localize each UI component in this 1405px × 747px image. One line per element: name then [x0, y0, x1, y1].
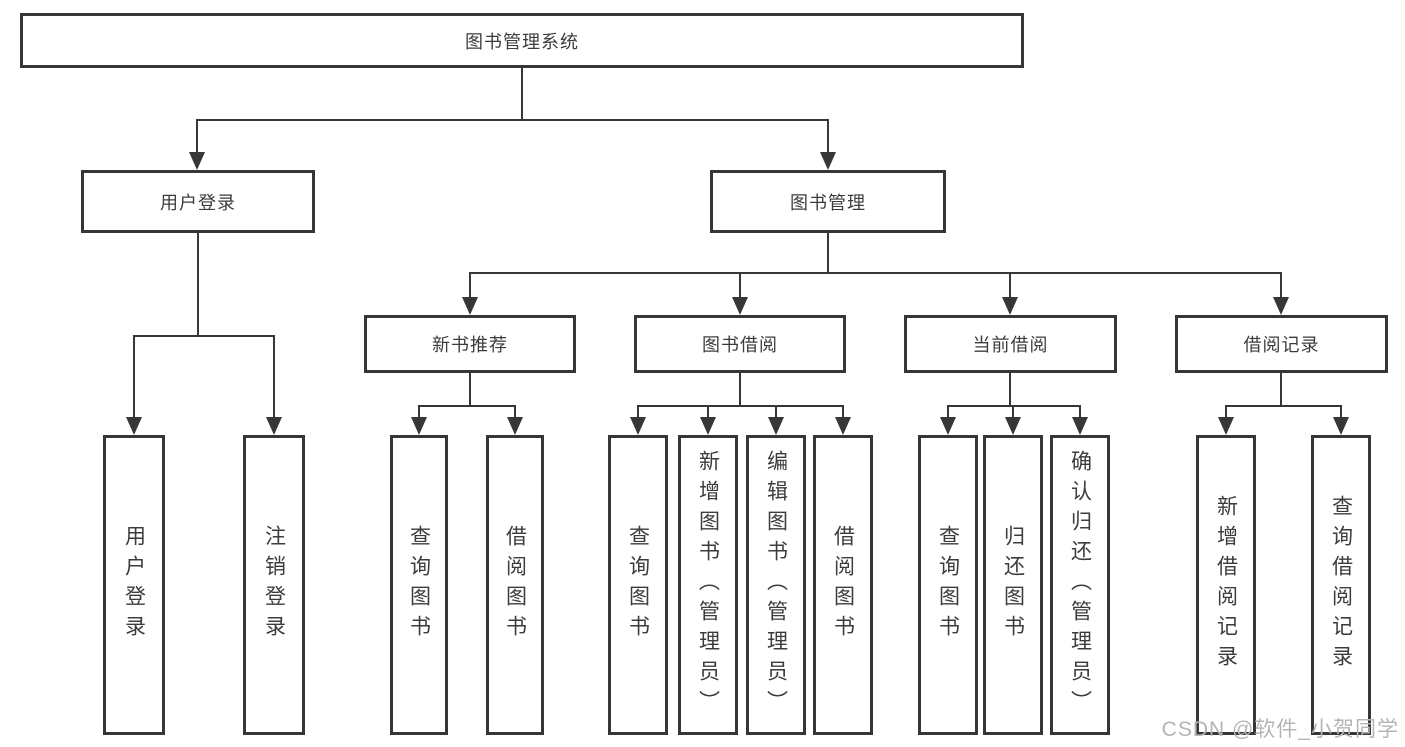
leaf-recommend-query-books: 查询图书: [390, 435, 448, 735]
connector-line: [133, 335, 275, 337]
leaf-recommend-query-books-label: 查询图书: [407, 525, 431, 645]
connector-line: [469, 373, 471, 407]
node-book-borrow-label: 图书借阅: [702, 335, 778, 355]
connector-line: [1225, 405, 1227, 419]
connector-line: [1280, 272, 1282, 299]
node-new-book-recommend-label: 新书推荐: [432, 335, 508, 355]
arrow-down-icon: [768, 417, 784, 435]
connector-line: [521, 66, 523, 121]
connector-line: [469, 272, 1282, 274]
connector-line: [637, 405, 844, 407]
leaf-borrow-add-books-admin-label: 新增图书（管理员）: [696, 450, 720, 720]
connector-line: [196, 119, 198, 154]
leaf-borrow-add-books-admin: 新增图书（管理员）: [678, 435, 738, 735]
node-current-borrow: 当前借阅: [904, 315, 1117, 373]
connector-line: [707, 405, 709, 419]
connector-line: [739, 272, 741, 299]
connector-line: [1009, 272, 1011, 299]
leaf-records-query-record-label: 查询借阅记录: [1329, 495, 1353, 675]
connector-line: [947, 405, 1081, 407]
connector-line: [1280, 373, 1282, 407]
arrow-down-icon: [411, 417, 427, 435]
leaf-recommend-borrow-books-label: 借阅图书: [503, 525, 527, 645]
node-new-book-recommend: 新书推荐: [364, 315, 576, 373]
node-root: 图书管理系统: [20, 13, 1024, 68]
node-root-label: 图书管理系统: [465, 31, 579, 52]
connector-line: [514, 405, 516, 419]
arrow-down-icon: [507, 417, 523, 435]
node-book-borrow: 图书借阅: [634, 315, 846, 373]
leaf-current-return-books-label: 归还图书: [1001, 525, 1025, 645]
connector-line: [739, 373, 741, 407]
connector-line: [827, 119, 829, 154]
arrow-down-icon: [1273, 297, 1289, 315]
leaf-borrow-borrow-books: 借阅图书: [813, 435, 873, 735]
arrow-down-icon: [820, 152, 836, 170]
connector-line: [197, 233, 199, 337]
connector-line: [133, 335, 135, 419]
connector-line: [1340, 405, 1342, 419]
leaf-records-query-record: 查询借阅记录: [1311, 435, 1371, 735]
connector-line: [842, 405, 844, 419]
connector-line: [469, 272, 471, 299]
connector-line: [637, 405, 639, 419]
node-user-login-label: 用户登录: [160, 192, 236, 213]
leaf-current-return-books: 归还图书: [983, 435, 1043, 735]
connector-line: [1079, 405, 1081, 419]
arrow-down-icon: [1005, 417, 1021, 435]
arrow-down-icon: [266, 417, 282, 435]
node-borrow-records: 借阅记录: [1175, 315, 1388, 373]
leaf-borrow-query-books: 查询图书: [608, 435, 668, 735]
arrow-down-icon: [940, 417, 956, 435]
watermark: CSDN @软件_小贺同学: [1161, 718, 1399, 741]
arrow-down-icon: [1002, 297, 1018, 315]
leaf-current-confirm-return-admin-label: 确认归还（管理员）: [1068, 450, 1092, 720]
leaf-records-add-record: 新增借阅记录: [1196, 435, 1256, 735]
leaf-user-login-label: 用户登录: [122, 525, 146, 645]
arrow-down-icon: [1072, 417, 1088, 435]
connector-line: [947, 405, 949, 419]
node-book-management-label: 图书管理: [790, 192, 866, 213]
leaf-logout: 注销登录: [243, 435, 305, 735]
arrow-down-icon: [189, 152, 205, 170]
leaf-borrow-borrow-books-label: 借阅图书: [831, 525, 855, 645]
leaf-records-add-record-label: 新增借阅记录: [1214, 495, 1238, 675]
connector-line: [1012, 405, 1014, 419]
node-user-login: 用户登录: [81, 170, 315, 233]
connector-line: [196, 119, 829, 121]
connector-line: [1225, 405, 1342, 407]
arrow-down-icon: [835, 417, 851, 435]
leaf-logout-label: 注销登录: [262, 525, 286, 645]
leaf-recommend-borrow-books: 借阅图书: [486, 435, 544, 735]
leaf-current-query-books-label: 查询图书: [936, 525, 960, 645]
node-borrow-records-label: 借阅记录: [1243, 335, 1320, 355]
arrow-down-icon: [700, 417, 716, 435]
leaf-borrow-query-books-label: 查询图书: [626, 525, 650, 645]
leaf-current-confirm-return-admin: 确认归还（管理员）: [1050, 435, 1110, 735]
arrow-down-icon: [462, 297, 478, 315]
connector-line: [775, 405, 777, 419]
connector-line: [418, 405, 420, 419]
node-book-management: 图书管理: [710, 170, 946, 233]
leaf-current-query-books: 查询图书: [918, 435, 978, 735]
connector-line: [418, 405, 516, 407]
leaf-borrow-edit-books-admin: 编辑图书（管理员）: [746, 435, 806, 735]
connector-line: [827, 233, 829, 274]
connector-line: [273, 335, 275, 419]
arrow-down-icon: [1333, 417, 1349, 435]
connector-line: [1009, 373, 1011, 407]
arrow-down-icon: [630, 417, 646, 435]
leaf-borrow-edit-books-admin-label: 编辑图书（管理员）: [764, 450, 788, 720]
arrow-down-icon: [1218, 417, 1234, 435]
node-current-borrow-label: 当前借阅: [972, 335, 1049, 355]
arrow-down-icon: [732, 297, 748, 315]
arrow-down-icon: [126, 417, 142, 435]
leaf-user-login: 用户登录: [103, 435, 165, 735]
